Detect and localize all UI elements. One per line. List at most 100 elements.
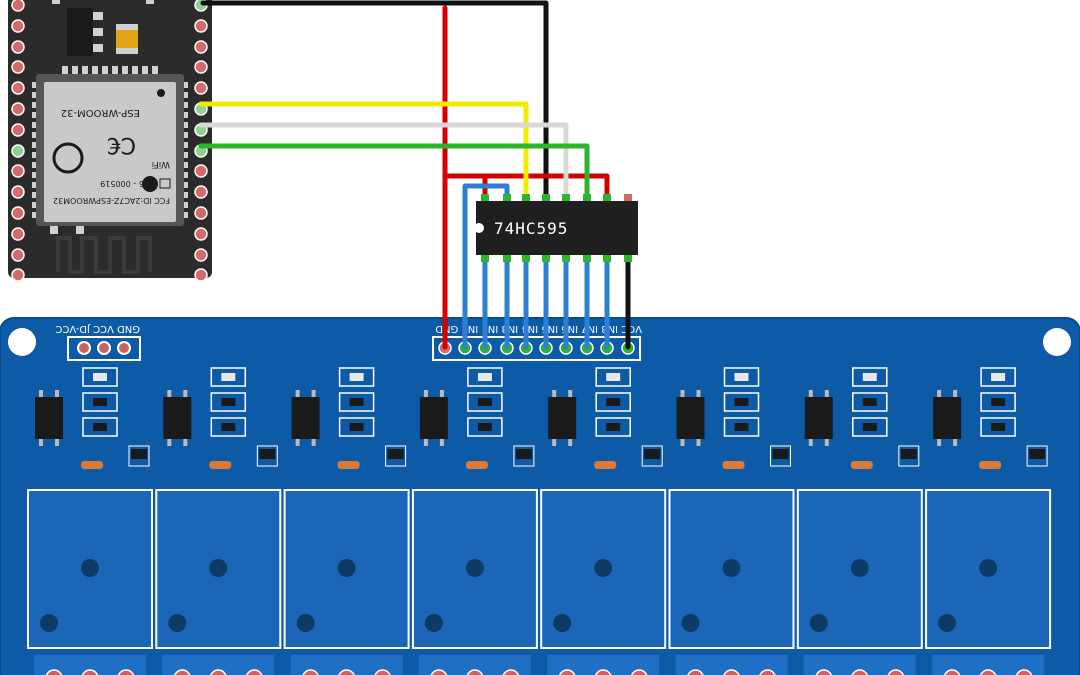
esp-header-pin <box>194 60 208 74</box>
chip-pin-top <box>583 194 591 202</box>
terminal-screw <box>466 669 484 675</box>
transistor-outline <box>770 445 791 467</box>
terminal-screw <box>815 669 833 675</box>
relay-pin <box>938 614 957 632</box>
optocoupler-leg <box>439 439 444 446</box>
smd-resistor <box>595 392 631 412</box>
screw-terminal <box>418 655 531 675</box>
voltage-regulator <box>67 8 93 56</box>
chip-pin-top <box>481 194 489 202</box>
diode <box>337 461 360 469</box>
module-pin <box>122 66 128 76</box>
module-pin <box>112 66 118 76</box>
chip-notch <box>474 223 484 233</box>
power-header: GND VCC JD-VCC <box>55 323 141 361</box>
smd-resistor <box>723 417 760 437</box>
optocoupler <box>163 397 192 439</box>
diode <box>209 461 232 469</box>
smd-component <box>477 398 492 406</box>
smd-resistor <box>82 392 118 412</box>
optocoupler-leg <box>824 439 829 446</box>
smd-component <box>477 423 492 431</box>
optocoupler-leg <box>423 439 428 446</box>
optocoupler-leg <box>55 390 59 397</box>
relay-pin <box>553 614 572 632</box>
esp-header-pin <box>194 81 208 95</box>
esp-wifi-label: WiFi <box>152 159 170 169</box>
indicator-led <box>595 367 631 387</box>
smd-resistor <box>980 417 1016 437</box>
optocoupler-leg <box>824 390 829 397</box>
esp-header-pin <box>194 206 208 220</box>
relay-pin <box>722 559 741 577</box>
input-header-label: VCC IN8 IN7 IN6 IN5 IN4 IN3 IN2 IN1 GND <box>435 323 642 334</box>
chip-pin-bottom <box>522 254 530 262</box>
indicator-led <box>852 367 888 387</box>
terminal-screw <box>943 669 961 675</box>
smd-resistor <box>467 417 503 437</box>
optocoupler <box>419 397 448 439</box>
chip-pin-bottom <box>503 254 511 262</box>
optocoupler-leg <box>55 439 59 446</box>
optocoupler-leg <box>295 439 300 446</box>
optocoupler-leg <box>439 390 444 397</box>
transistor <box>259 449 276 459</box>
diode <box>594 461 617 469</box>
optocoupler-leg <box>552 439 557 446</box>
optocoupler <box>676 397 705 439</box>
relay-pin <box>465 559 484 577</box>
chip-pin-top <box>542 194 550 202</box>
esp-header-pin <box>11 206 25 220</box>
esp-header-pin <box>11 144 25 158</box>
smd-resistor <box>467 392 503 412</box>
esp-header-pin <box>11 248 25 262</box>
chip-pin-bottom <box>583 254 591 262</box>
esp-header-pin <box>194 227 208 241</box>
relay-pin <box>209 559 228 577</box>
screw-terminal <box>675 655 788 675</box>
smd-component <box>221 373 236 381</box>
chip-pin-bottom <box>562 254 570 262</box>
optocoupler <box>548 397 577 439</box>
transistor-outline <box>256 445 278 467</box>
terminal-screw <box>81 669 99 675</box>
module-pin <box>152 66 158 76</box>
diode <box>722 461 745 469</box>
terminal-screw <box>723 669 740 675</box>
module-pin <box>72 66 78 76</box>
transistor <box>644 449 661 459</box>
transistor <box>772 449 789 459</box>
transistor <box>515 449 532 459</box>
optocoupler-leg <box>311 439 316 446</box>
power-header-label: GND VCC JD-VCC <box>55 323 140 334</box>
esp-header-pin <box>194 40 208 54</box>
chip-pin-bottom <box>603 254 611 262</box>
smd-component <box>862 423 877 431</box>
module-pin <box>142 66 148 76</box>
optocoupler-leg <box>552 390 557 397</box>
terminal-screw <box>338 669 355 675</box>
optocoupler-leg <box>808 439 813 446</box>
relay-board: GND VCC JD-VCC VCC IN8 IN7 IN6 IN5 IN4 I… <box>0 317 1080 675</box>
optocoupler-leg <box>295 390 300 397</box>
relay-pin <box>40 614 58 632</box>
esp-header-pin <box>194 164 208 178</box>
optocoupler-leg <box>39 439 43 446</box>
terminal-screw <box>430 669 448 675</box>
optocoupler-leg <box>696 390 701 397</box>
esp-header-pin <box>11 0 25 12</box>
module-pin <box>92 66 98 76</box>
relay-pin <box>594 559 613 577</box>
terminal-screw <box>558 669 576 675</box>
chip-pin-bottom <box>542 254 550 262</box>
terminal-screw <box>117 669 135 675</box>
smd-resistor <box>210 392 247 412</box>
smd-component <box>93 398 107 406</box>
smd-resistor <box>82 417 118 437</box>
esp-header-pin <box>11 81 25 95</box>
esp-header-pin <box>11 102 25 116</box>
terminal-screw <box>374 669 391 675</box>
relay-pin <box>681 614 700 632</box>
smd-resistor <box>595 417 631 437</box>
module-pin <box>132 66 138 76</box>
